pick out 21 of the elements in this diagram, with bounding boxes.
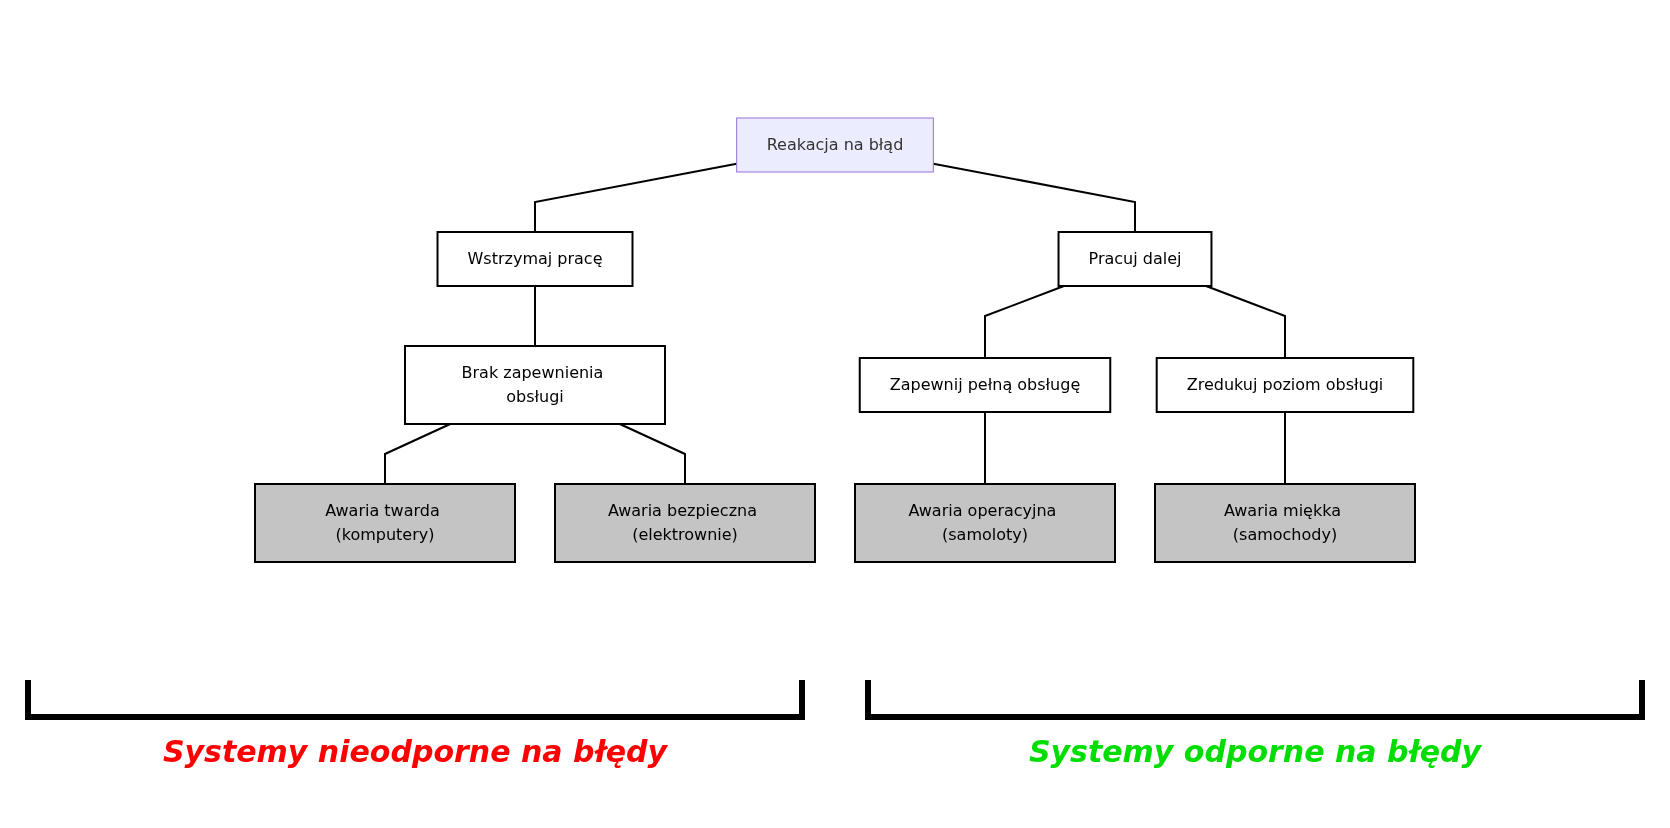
node-box: Wstrzymaj pracę	[436, 231, 634, 287]
connector	[618, 423, 686, 485]
node-box: Pracuj dalej	[1057, 231, 1213, 287]
node-box: Awaria twarda (komputery)	[254, 483, 516, 563]
group-label: Systemy odporne na błędy	[1028, 734, 1482, 769]
connector	[984, 285, 1065, 359]
node-box: Zapewnij pełną obsługę	[858, 357, 1112, 413]
node-box: Awaria miękka (samochody)	[1154, 483, 1416, 563]
connector	[932, 162, 1136, 233]
group-label: Systemy nieodporne na błędy	[162, 734, 668, 769]
connector	[534, 285, 536, 347]
node-box: Zredukuj poziom obsługi	[1155, 357, 1415, 413]
node-box: Awaria bezpieczna (elektrownie)	[554, 483, 816, 563]
node-box: Brak zapewnienia obsługi	[404, 345, 666, 425]
node-box: Awaria operacyjna (samoloty)	[854, 483, 1116, 563]
connector	[1205, 285, 1286, 359]
connector	[984, 411, 986, 485]
connector	[534, 162, 738, 233]
node-box: Reakacja na błąd	[736, 117, 934, 173]
connector	[1284, 411, 1286, 485]
connector	[384, 423, 452, 485]
